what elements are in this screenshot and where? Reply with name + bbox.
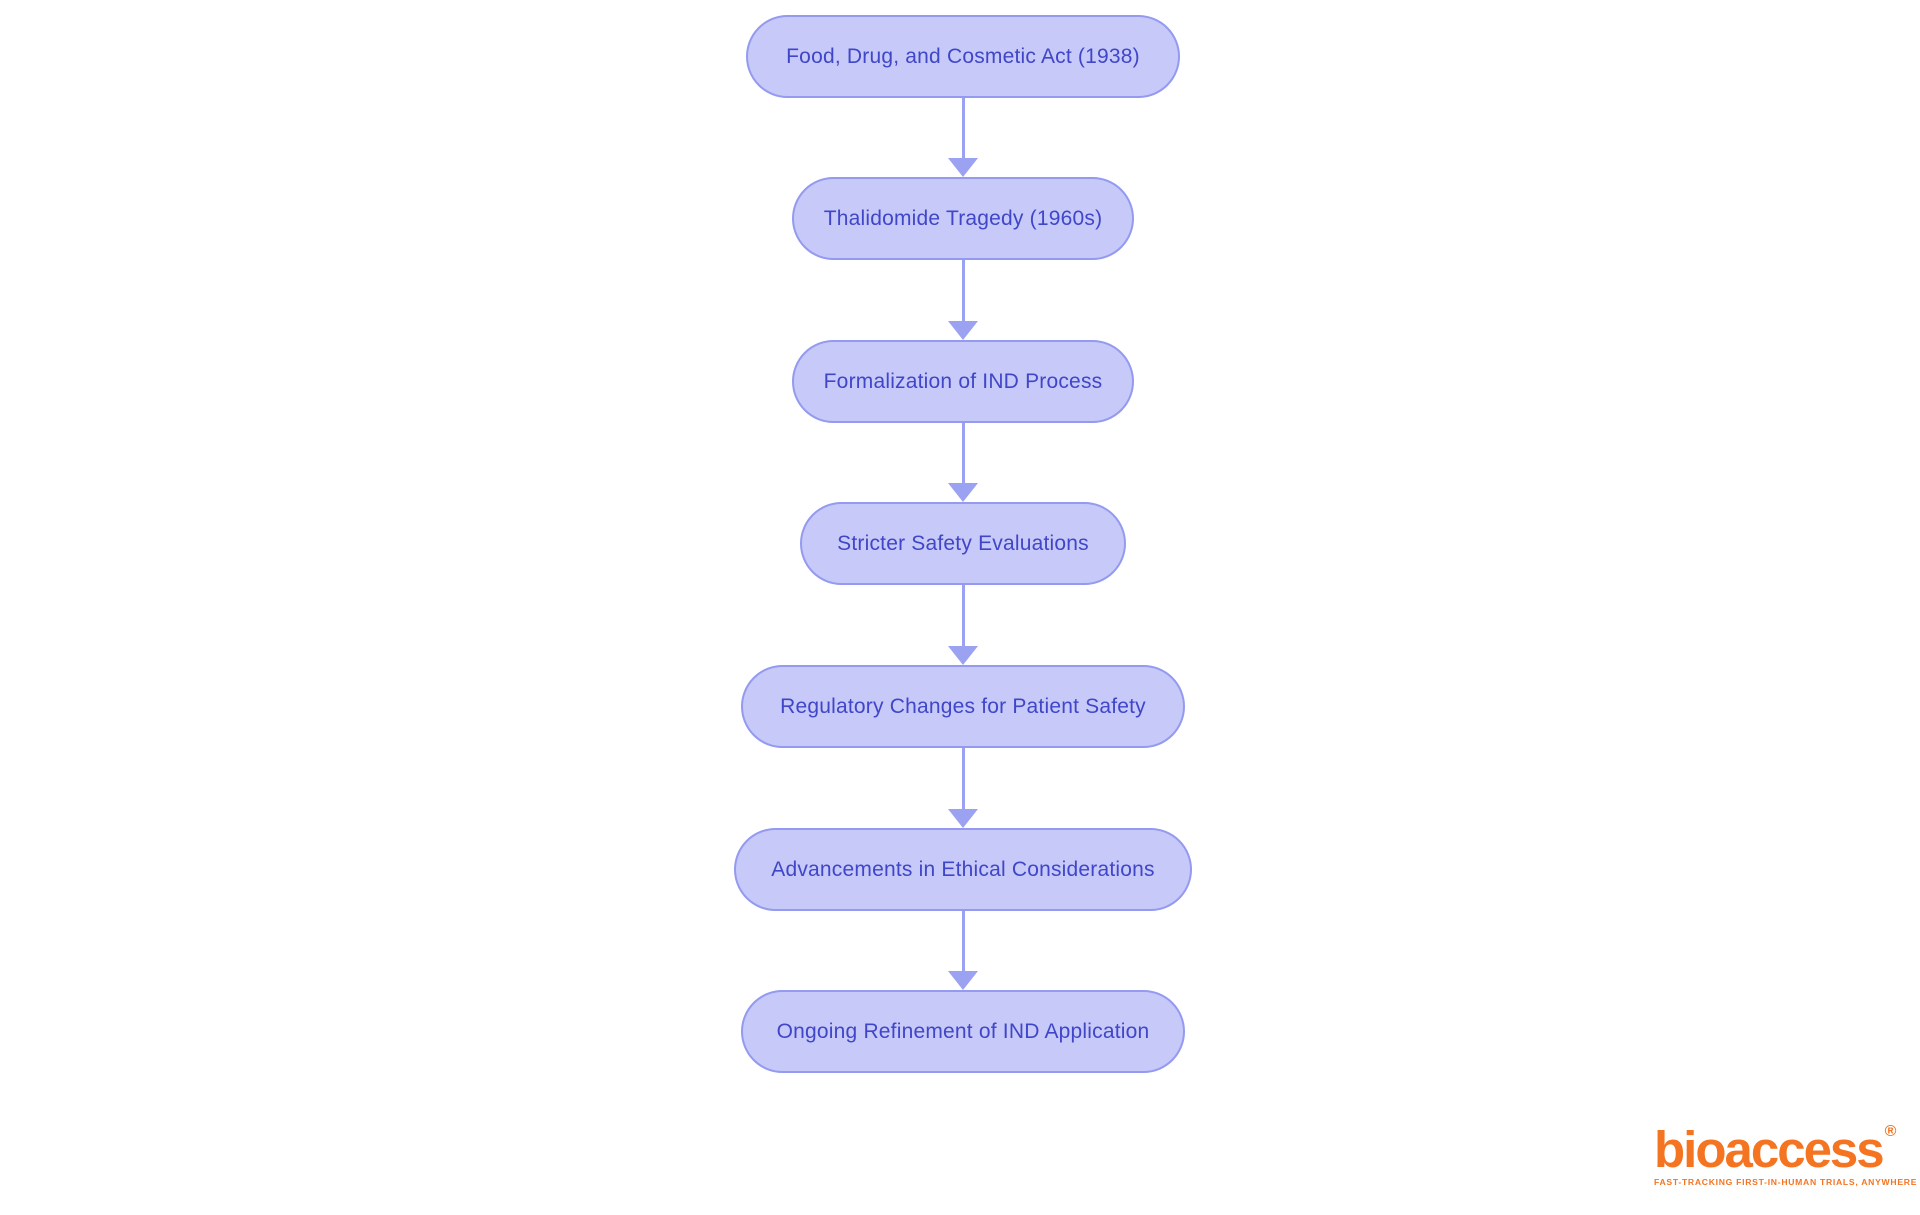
arrow-head-icon	[948, 971, 978, 990]
flow-arrow-down	[948, 98, 978, 177]
flow-node: Stricter Safety Evaluations	[800, 502, 1126, 585]
flow-node: Formalization of IND Process	[792, 340, 1134, 423]
flow-node: Advancements in Ethical Considerations	[734, 828, 1192, 911]
logo-wordmark: bioaccess	[1654, 1121, 1885, 1179]
arrow-line	[961, 423, 965, 483]
flow-arrow-down	[948, 748, 978, 828]
flow-arrow-down	[948, 423, 978, 502]
arrow-head-icon	[948, 321, 978, 340]
arrow-line	[961, 585, 965, 646]
flow-node: Thalidomide Tragedy (1960s)	[792, 177, 1134, 260]
arrow-head-icon	[948, 646, 978, 665]
arrow-line	[961, 911, 965, 971]
flow-arrow-down	[948, 911, 978, 990]
flow-node: Regulatory Changes for Patient Safety	[741, 665, 1185, 748]
logo-tagline: FAST-TRACKING FIRST-IN-HUMAN TRIALS, ANY…	[1654, 1177, 1918, 1187]
arrow-head-icon	[948, 483, 978, 502]
flow-node: Ongoing Refinement of IND Application	[741, 990, 1185, 1073]
arrow-line	[961, 748, 965, 809]
arrow-head-icon	[948, 158, 978, 177]
registered-trademark-icon: ®	[1884, 1123, 1897, 1141]
flow-arrow-down	[948, 585, 978, 665]
flow-node: Food, Drug, and Cosmetic Act (1938)	[746, 15, 1180, 98]
arrow-head-icon	[948, 809, 978, 828]
arrow-line	[961, 260, 965, 321]
arrow-line	[961, 98, 965, 158]
flow-arrow-down	[948, 260, 978, 340]
bioaccess-logo: bioaccess ® FAST-TRACKING FIRST-IN-HUMAN…	[1654, 1121, 1918, 1187]
